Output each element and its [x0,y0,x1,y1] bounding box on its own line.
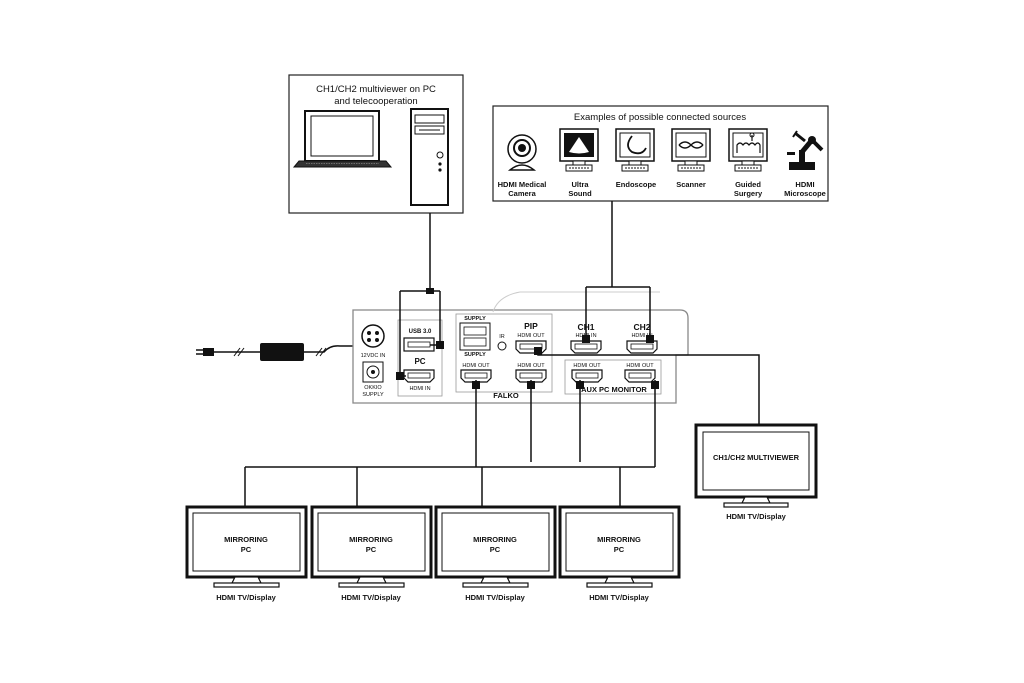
mirroring-line1: MIRRORING [473,535,517,544]
mirroring-line2: PC [366,545,377,554]
supply-port[interactable] [459,322,491,351]
mirroring-display: MIRRORING PC HDMI TV/Display [185,505,308,602]
falko-device: 12VDC IN OKKIO SUPPLY USB 3.0 PC HDMI IN… [352,291,689,404]
mirroring-caption: HDMI TV/Display [341,593,401,602]
ir-label: IR [499,334,505,340]
ch1-hdmi-in-port[interactable] [570,340,602,354]
sources-title: Examples of possible connected sources [574,112,746,123]
pc-box-title-line1: CH1/CH2 multiviewer on PC [316,84,436,95]
okkio-label-2: SUPPLY [362,392,384,398]
source-label-line2: Surgery [734,189,763,198]
source-label-line1: Guided [735,180,761,189]
falko-hdmi-out-1-port[interactable] [460,369,492,383]
source-label-line1: HDMI Medical [498,180,547,189]
falko-hdmi-out-2-port[interactable] [515,369,547,383]
usb-label: USB 3.0 [409,329,432,335]
endoscope-icon [615,128,655,172]
scanner-icon [671,128,711,172]
mirroring-line2: PC [614,545,625,554]
source-label-line1: Scanner [676,180,706,189]
pc-section-label: PC [414,357,425,366]
aux-hdmi-out-1-label: HDMI OUT [573,363,601,369]
guided-surgery-icon [728,128,768,172]
ch2-label: CH2 [633,322,650,332]
pip-label: PIP [524,321,538,331]
desktop-tower-icon [410,108,449,206]
mirroring-display: MIRRORING PC HDMI TV/Display [310,505,433,602]
pc-box: CH1/CH2 multiviewer on PC and telecooper… [288,74,464,214]
mirroring-caption: HDMI TV/Display [216,593,276,602]
mirroring-display: MIRRORING PC HDMI TV/Display [558,505,681,602]
mirroring-line1: MIRRORING [597,535,641,544]
supply-bottom-label: SUPPLY [464,352,486,358]
mirroring-line2: PC [241,545,252,554]
multiviewer-caption: HDMI TV/Display [726,512,786,521]
power-cable [196,343,360,361]
aux-hdmi-out-2-label: HDMI OUT [626,363,654,369]
mirroring-line1: MIRRORING [224,535,268,544]
cable-connectors [396,288,659,389]
mirroring-line2: PC [490,545,501,554]
power-in-label: 12VDC IN [361,353,386,359]
laptop-icon [292,110,393,168]
okkio-supply-port[interactable] [362,361,384,383]
ch2-hdmi-in-port[interactable] [626,340,658,354]
source-label-line1: Endoscope [616,180,656,189]
multiviewer-display: CH1/CH2 MULTIVIEWER HDMI TV/Display [694,423,818,521]
source-label-line1: HDMI [795,180,814,189]
supply-top-label: SUPPLY [464,316,486,322]
aux-hdmi-out-1-port[interactable] [571,369,603,383]
aux-hdmi-out-2-port[interactable] [624,369,656,383]
source-label-line2: Sound [568,189,592,198]
microscope-icon [787,130,824,170]
ultrasound-icon [559,128,599,172]
medical-camera-icon [507,134,537,171]
mirroring-caption: HDMI TV/Display [465,593,525,602]
pc-hdmi-in-port[interactable] [403,369,435,383]
pip-hdmi-out-label: HDMI OUT [517,333,545,339]
ir-sensor [497,341,507,351]
source-label-line1: Ultra [571,180,589,189]
aux-pc-monitor-label: AUX PC MONITOR [581,385,647,394]
mirroring-line1: MIRRORING [349,535,393,544]
mirroring-display: MIRRORING PC HDMI TV/Display [434,505,557,602]
falko-hdmi-out-1-label: HDMI OUT [462,363,490,369]
multiviewer-screen-label: CH1/CH2 MULTIVIEWER [713,453,800,462]
pc-hdmi-in-label: HDMI IN [409,386,430,392]
source-label-line2: Camera [508,189,536,198]
falko-hdmi-out-2-label: HDMI OUT [517,363,545,369]
mirroring-caption: HDMI TV/Display [589,593,649,602]
source-label-line2: Microscope [784,189,826,198]
usb-port[interactable] [403,337,435,352]
power-jack[interactable] [361,324,385,348]
sources-box: Examples of possible connected sources H… [492,105,829,202]
pc-box-title-line2: and telecooperation [334,96,417,107]
okkio-label-1: OKKIO [364,385,382,391]
falko-label: FALKO [493,391,519,400]
ch2-hdmi-in-label: HDMI IN [631,333,652,339]
